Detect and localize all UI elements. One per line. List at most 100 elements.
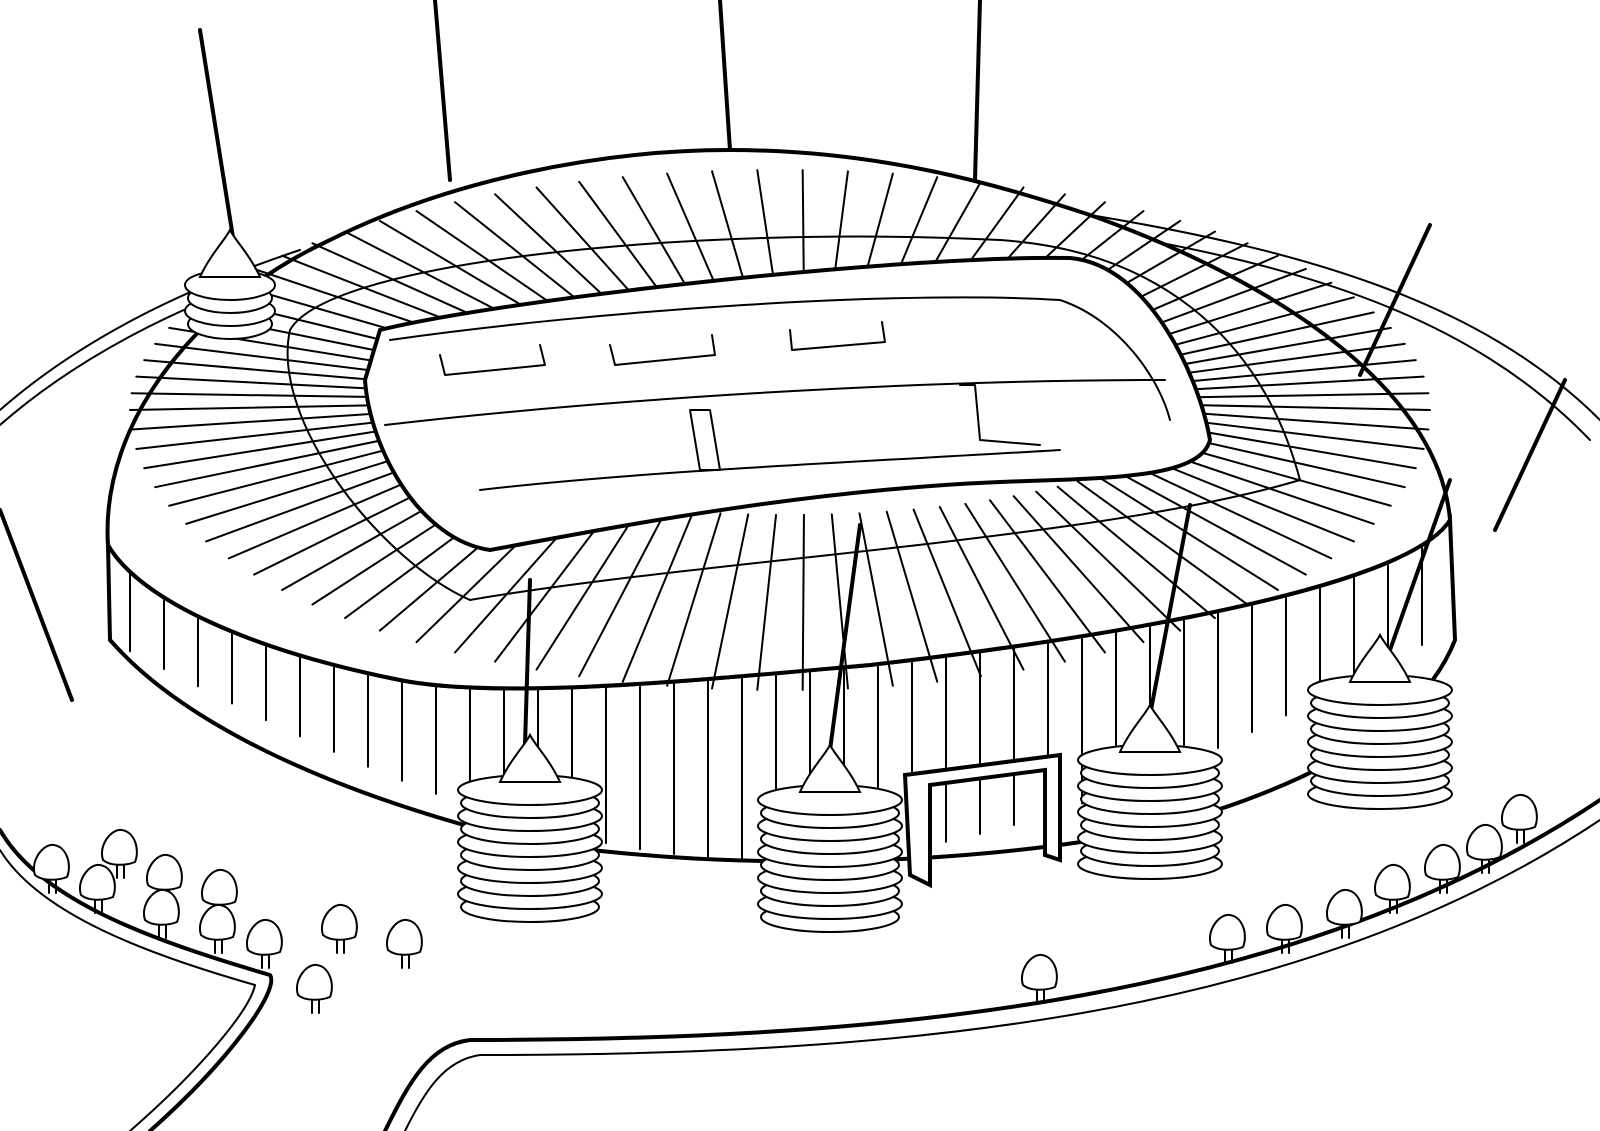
roof-rib [135,375,395,391]
tree-canopy [1020,953,1058,991]
tower-cap [198,227,262,278]
tree-canopy [198,903,236,941]
roof-rib [938,505,1025,671]
roof-rib [143,426,400,470]
roof-rib [415,210,568,315]
tower-cap [498,732,562,783]
roof-rib [1180,426,1417,470]
tower-cap [1118,702,1182,753]
tree [100,828,138,879]
roof-rib [1012,495,1145,644]
roof-rib [666,512,722,687]
support-tower [1307,632,1453,810]
roof-rib [858,512,894,687]
roof-rib [1112,468,1307,576]
tree [1325,888,1363,939]
tower-cap [1348,632,1412,683]
tree [385,918,423,969]
mast [973,0,982,182]
tree [1373,863,1411,914]
tree-canopy [1423,843,1461,881]
tree [295,963,333,1014]
tree [32,843,70,894]
roof-rib [1076,480,1249,606]
tree-canopy [295,963,333,1001]
facade-panels [129,532,1423,862]
roof-rib [494,193,616,308]
roof-rib [621,176,695,300]
roof-rib [578,180,668,302]
tree-canopy [320,903,358,941]
roof-rib [912,508,982,678]
roof-rib [135,419,395,450]
roof-rib [756,513,778,691]
tower-cap [798,742,862,793]
tree [1500,793,1538,844]
mast [718,0,732,152]
mast [828,523,862,752]
mast [0,508,74,702]
roof-rib [1185,419,1425,450]
tree [1465,823,1503,874]
roof-rib [129,404,391,411]
roof-rib [1180,359,1417,384]
tree-canopy [385,918,423,956]
roof-rib [711,513,750,690]
roof-rib [830,513,849,690]
roof-rib [154,434,407,489]
roof-rib [154,342,407,376]
tree-canopy [32,843,70,881]
roof-rib [1056,485,1216,620]
pitch-stands [384,296,1171,491]
roof-rib [535,186,642,305]
tree [1020,953,1058,1004]
roof-rib [1189,404,1431,411]
roof-rib [578,508,668,678]
roof-ring-track [286,235,1301,601]
roof-rib [1142,455,1355,543]
tree-canopy [100,828,138,866]
tree [198,903,236,954]
roof-rib [1173,342,1406,376]
tree-canopy [142,888,180,926]
roof-rib [666,172,722,298]
roof-rib [621,510,695,683]
roof-rib [535,505,642,671]
support-tower [1077,702,1223,880]
roof-rib [1173,434,1406,489]
roof-rib [1154,311,1375,362]
tree-canopy [1208,913,1246,951]
roof-rib [989,499,1106,654]
roof-opening [362,255,1213,553]
tree-canopy [1500,793,1538,831]
mast [1388,478,1452,652]
mast [523,578,532,747]
roof-rib [885,510,939,683]
entrance-gate [902,752,1062,889]
trees [32,793,1538,1014]
roof-rib [130,392,392,399]
mast [198,28,237,252]
tree [78,863,116,914]
roof-rib [964,502,1066,663]
support-tower [757,742,903,933]
roof-rib [1095,474,1279,591]
roof-rib [1035,490,1182,632]
roof-rib [1185,375,1425,391]
tree-canopy [1373,863,1411,901]
tree [1208,913,1246,964]
roof-rib [711,170,750,297]
tree [1423,843,1461,894]
roof-rib [1128,462,1333,560]
roof-rib [1188,392,1430,399]
roof-rib [185,448,426,525]
tree-canopy [1325,888,1363,926]
masts [0,0,1567,752]
tree-canopy [78,863,116,901]
tree [245,918,283,969]
support-tower [184,227,276,340]
mast [433,0,452,182]
support-tower [457,732,603,923]
roof-rib [1164,326,1392,369]
